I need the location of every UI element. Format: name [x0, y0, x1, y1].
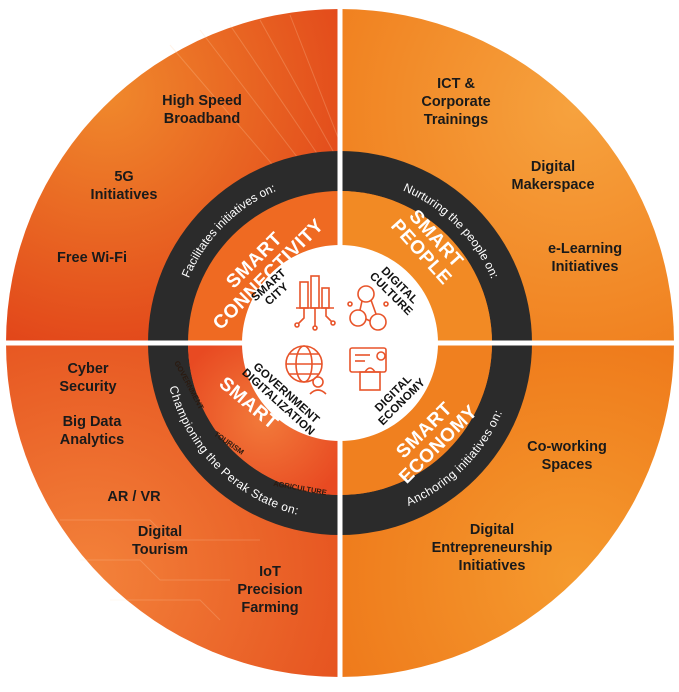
- item-iot-precision-farming: IoT Precision Farming: [237, 564, 303, 616]
- people-network-icon: [347, 285, 389, 331]
- globe-people-icon: [285, 345, 327, 395]
- item-co-working-spaces: Co-working Spaces: [527, 439, 607, 473]
- item-5g-initiatives: 5G Initiatives: [90, 169, 158, 203]
- item-digital-makerspace: Digital Makerspace: [511, 159, 595, 193]
- item-ar-vr: AR / VR: [107, 489, 161, 505]
- item-free-wifi: Free Wi-Fi: [57, 250, 127, 266]
- item-cyber-security: Cyber Security: [59, 361, 117, 395]
- item-big-data-analytics: Big Data Analytics: [59, 414, 125, 448]
- item-e-learning-initiatives: e-Learning Initiatives: [547, 241, 623, 275]
- item-ict-corporate-trainings: ICT & Corporate Trainings: [421, 76, 491, 128]
- item-digital-tourism: Digital Tourism: [131, 524, 189, 558]
- shopping-screen-icon: [349, 347, 387, 391]
- item-high-speed-broadband: High Speed Broadband: [162, 93, 242, 127]
- circuit-city-icon: [294, 275, 336, 331]
- item-digital-entrepreneurship: Digital Entrepreneurship Initiatives: [431, 522, 553, 574]
